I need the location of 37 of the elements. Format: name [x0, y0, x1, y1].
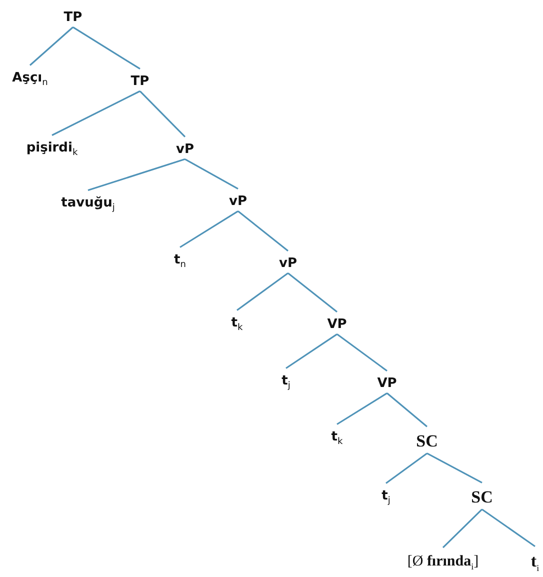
tree-branch-line: [72, 26, 140, 70]
tree-node-label: VP: [327, 318, 347, 332]
tree-branch-line: [139, 90, 186, 138]
tree-node-label: t$_{n}$: [174, 253, 186, 271]
tree-branch-line: [52, 90, 140, 136]
tree-branch-line: [386, 452, 428, 484]
tree-node-label: SC: [471, 488, 493, 508]
tree-branch-line: [184, 158, 238, 190]
tree-node-label: pişirdi$_{k}$: [26, 141, 78, 159]
tree-node-label: t$_{i}$: [530, 552, 540, 574]
tree-node-label: TP: [64, 10, 82, 26]
tree-branch-line: [426, 452, 482, 484]
tree-branch-line: [482, 508, 536, 548]
tree-branch-line: [236, 272, 288, 311]
tree-branch-line: [29, 26, 74, 66]
tree-node-label: SC: [416, 432, 438, 452]
tree-node-label: vP: [176, 142, 194, 158]
tree-node-label: vP: [279, 256, 297, 272]
tree-node-label: VP: [377, 376, 397, 392]
tree-node-label: [Ø fırında$_{i}$]: [407, 554, 479, 572]
tree-branch-line: [238, 210, 288, 252]
tree-branch-line: [386, 392, 428, 428]
tree-node-label: t$_{j}$: [282, 374, 290, 392]
tree-branch-line: [336, 334, 388, 372]
tree-branch-line: [288, 272, 338, 312]
tree-node-label: TP: [130, 74, 150, 90]
tree-branch-line: [180, 210, 238, 248]
tree-node-label: vP: [229, 194, 247, 210]
tree-branch-line: [286, 333, 338, 369]
tree-branch-line: [442, 508, 483, 548]
tree-node-label: t$_{k}$: [231, 316, 243, 334]
tree-node-label: t$_{k}$: [331, 430, 343, 448]
tree-node-label: tavuğu$_{j}$: [61, 196, 115, 214]
tree-branch-line: [336, 392, 388, 425]
tree-node-label: Aşçı$_{n}$: [12, 71, 48, 89]
tree-branch-line: [88, 158, 186, 192]
tree-node-label: t$_{j}$: [382, 489, 390, 507]
